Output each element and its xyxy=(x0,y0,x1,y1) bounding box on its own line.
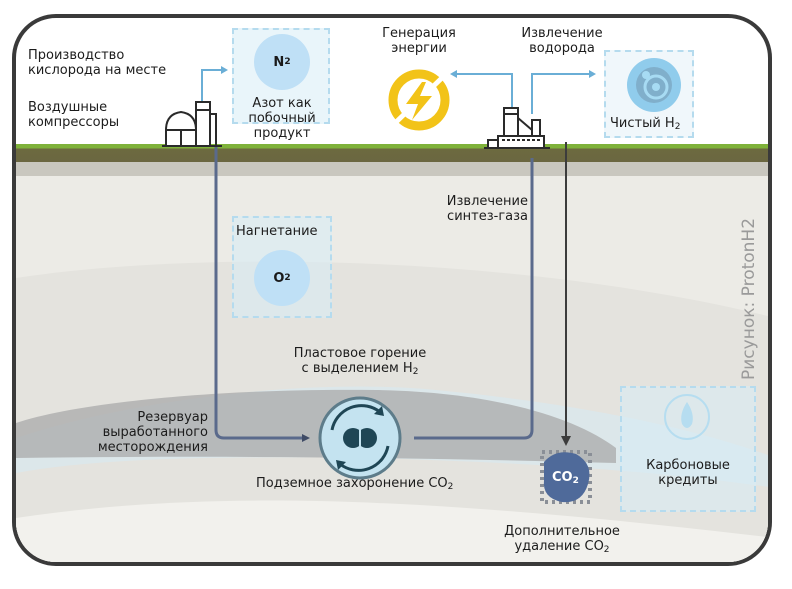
hydrogen-flow-line xyxy=(531,73,590,114)
nitrogen-flow-arrowhead xyxy=(221,66,228,74)
label-line: Извлечение xyxy=(446,194,528,209)
hydrogen-extraction-label: Извлечение водорода xyxy=(512,26,612,56)
oxygen-formula: O xyxy=(273,270,285,286)
air-compressors-label: Воздушные компрессоры xyxy=(28,100,119,130)
co2-removal-arrowhead xyxy=(561,436,571,446)
in-situ-combustion-icon xyxy=(318,396,402,480)
pure-hydrogen-label: Чистый H2 xyxy=(610,116,680,135)
label-line: синтез-газа xyxy=(447,209,528,224)
storage-subscript: 2 xyxy=(447,482,454,492)
nitrogen-label: Азот как побочный продукт xyxy=(240,96,324,141)
injection-pipe xyxy=(214,146,304,440)
grass-soil-layer xyxy=(16,144,768,162)
label-line: удаление CO xyxy=(514,539,604,554)
label-line: Воздушные xyxy=(28,100,108,115)
nitrogen-subscript: 2 xyxy=(284,57,291,67)
power-generation-label: Генерация энергии xyxy=(376,26,462,56)
co2-formula: CO xyxy=(552,470,573,485)
label-line: Карбоновые xyxy=(646,458,730,473)
extra-removal-subscript: 2 xyxy=(603,545,610,555)
combustion-label: Пластовое горение с выделением H2 xyxy=(280,346,440,380)
pure-hydrogen-text: Чистый H xyxy=(610,116,675,131)
injection-arrowhead xyxy=(302,434,310,442)
label-line: Резервуар xyxy=(137,410,208,425)
oxygen-subscript: 2 xyxy=(284,273,291,283)
label-line: Дополнительное xyxy=(504,524,620,539)
compressor-plant-icon xyxy=(162,101,222,147)
nitrogen-formula: N xyxy=(273,54,285,70)
hydrogen-flow-arrowhead xyxy=(589,70,596,78)
extra-removal-label: Дополнительное удаление CO2 xyxy=(496,524,628,558)
energy-generation-icon xyxy=(388,69,450,131)
syngas-extraction-label: Извлечение синтез-газа xyxy=(420,194,528,224)
reservoir-stratum xyxy=(16,389,616,463)
co2-cloud-icon xyxy=(540,450,592,504)
label-line: Извлечение xyxy=(521,26,603,41)
nitrogen-flow-line xyxy=(201,69,222,102)
label-line: месторождения xyxy=(97,440,208,455)
extraction-pipe xyxy=(414,158,534,440)
label-line: водорода xyxy=(529,41,595,56)
nitrogen-label-line: побочный xyxy=(248,111,316,126)
image-credit: Рисунок: ProtonH2 xyxy=(739,217,759,380)
stratum-bottom xyxy=(16,500,768,562)
label-line: Генерация xyxy=(382,26,456,41)
nitrogen-label-line: продукт xyxy=(253,126,311,141)
subsoil-layer xyxy=(16,162,768,176)
label-line: кислорода на месте xyxy=(28,63,167,78)
co2-storage-label: Подземное захоронение CO2 xyxy=(256,476,453,495)
label-line: выработанного xyxy=(102,425,208,440)
co2-subscript: 2 xyxy=(572,476,579,486)
label-line: кредиты xyxy=(658,473,718,488)
label-line: компрессоры xyxy=(28,115,120,130)
pure-hydrogen-subscript: 2 xyxy=(674,122,681,132)
co2-cloud-label: CO2 xyxy=(552,470,579,489)
power-flow-line xyxy=(456,73,513,114)
oxygen-production-label: Производство кислорода на месте xyxy=(28,48,166,78)
carbon-credits-box xyxy=(620,386,756,512)
injection-label: Нагнетание xyxy=(236,224,318,239)
syngas-plant-icon xyxy=(484,107,550,149)
storage-text: Подземное захоронение CO xyxy=(256,476,448,491)
label-line: с выделением H xyxy=(301,361,413,376)
power-flow-arrowhead xyxy=(450,70,457,78)
combustion-subscript: 2 xyxy=(412,367,419,377)
pure-hydrogen-box xyxy=(604,50,694,138)
label-line: Пластовое горение xyxy=(293,346,427,361)
label-line: энергии xyxy=(391,41,447,56)
label-line: Производство xyxy=(28,48,125,63)
carbon-credits-label: Карбоновые кредиты xyxy=(620,458,756,488)
nitrogen-label-line: Азот как xyxy=(252,96,312,111)
reservoir-label: Резервуар выработанного месторождения xyxy=(60,410,208,455)
